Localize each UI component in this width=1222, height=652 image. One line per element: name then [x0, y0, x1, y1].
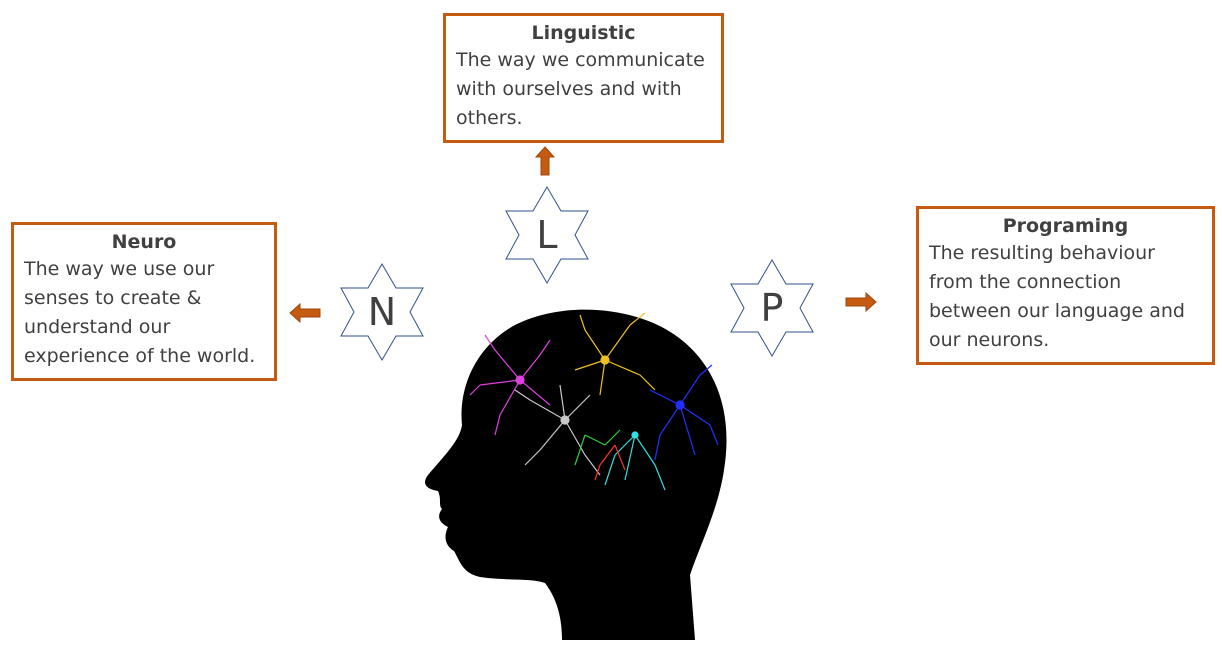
- star-p: P: [722, 258, 822, 358]
- arrow-left-icon: [289, 303, 321, 323]
- arrow-right-icon: [845, 292, 877, 312]
- star-n: N: [332, 262, 432, 362]
- programing-line-3: between our language and: [929, 300, 1185, 322]
- neuro-line-4: experience of the world.: [24, 345, 256, 367]
- neuro-line-3: understand our: [24, 316, 171, 338]
- head-silhouette-neurons-icon: [425, 309, 727, 640]
- neuro-box: Neuro The way we use our senses to creat…: [11, 222, 277, 381]
- neuro-title: Neuro: [111, 231, 177, 253]
- star-l: L: [497, 185, 597, 285]
- programing-line-4: our neurons.: [929, 329, 1050, 351]
- star-n-letter: N: [367, 290, 397, 334]
- linguistic-line-3: others.: [456, 107, 523, 129]
- star-n-shape: [340, 263, 424, 361]
- neuro-line-2: senses to create &: [24, 287, 202, 309]
- star-l-letter: L: [536, 213, 558, 257]
- star-p-letter: P: [760, 286, 784, 330]
- star-p-shape: [730, 259, 814, 357]
- star-l-shape: [505, 186, 589, 284]
- programing-box: Programing The resulting behaviour from …: [916, 206, 1215, 365]
- programing-line-2: from the connection: [929, 271, 1122, 293]
- neuro-line-1: The way we use our: [24, 258, 215, 280]
- linguistic-line-2: with ourselves and with: [456, 78, 682, 100]
- linguistic-box: Linguistic The way we communicate with o…: [443, 13, 724, 143]
- programing-line-1: The resulting behaviour: [929, 242, 1155, 264]
- programing-title: Programing: [1002, 215, 1129, 237]
- linguistic-line-1: The way we communicate: [456, 49, 705, 71]
- linguistic-title: Linguistic: [531, 22, 636, 44]
- arrow-up-icon: [535, 146, 555, 176]
